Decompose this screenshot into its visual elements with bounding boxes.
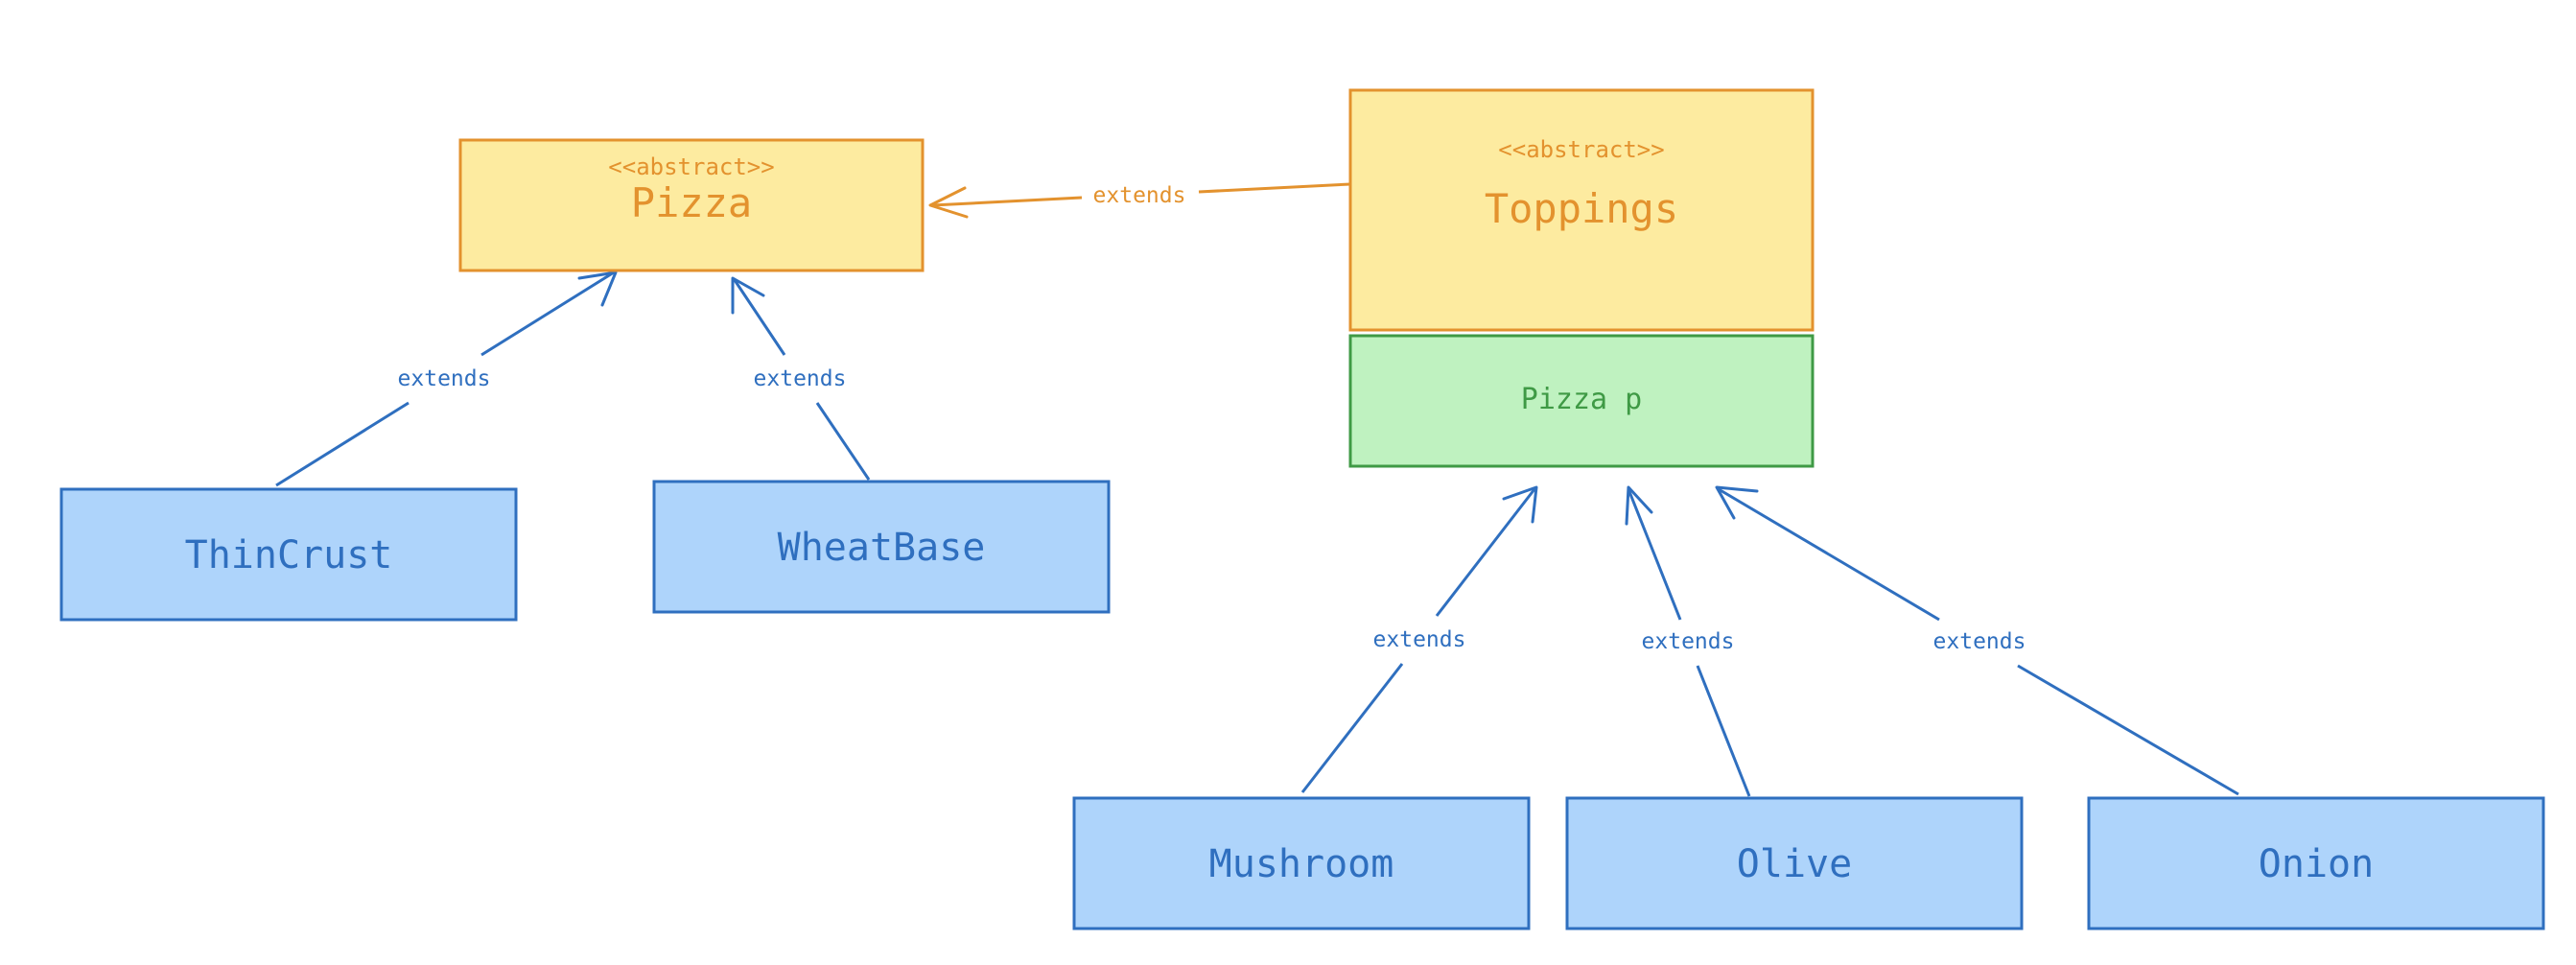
class-name: Onion — [2259, 842, 2374, 886]
edge-label: extends — [754, 366, 847, 391]
class-box — [2087, 796, 2545, 930]
edge-line — [1300, 663, 1404, 793]
arrow-head-icon — [1502, 485, 1538, 524]
toppings-field-section[interactable]: Pizza p — [1348, 334, 1815, 468]
edge-line — [275, 401, 410, 487]
edge-onion-to-toppings: extends — [1715, 485, 2239, 796]
class-box — [1072, 796, 1531, 930]
edge-line — [1198, 182, 1351, 194]
class-name: ThinCrust — [185, 533, 393, 577]
arrow-head-icon — [1715, 485, 1759, 520]
class-name: Olive — [1737, 842, 1852, 886]
edge-label: extends — [1373, 627, 1466, 652]
arrow-head-icon — [928, 186, 969, 219]
edge-thincrust-to-pizza: extends — [275, 271, 618, 487]
class-name: WheatBase — [778, 526, 986, 570]
edge-label: extends — [1933, 629, 2026, 654]
edge-line — [480, 271, 615, 357]
edge-line — [733, 279, 786, 356]
class-box — [59, 487, 518, 622]
class-toppings[interactable]: <<abstract>> Toppings — [1348, 88, 1815, 332]
edge-wheatbase-to-pizza: extends — [731, 276, 871, 481]
edge-olive-to-toppings: extends — [1625, 485, 1751, 797]
class-name: Toppings — [1485, 185, 1678, 232]
class-onion[interactable]: Onion — [2087, 796, 2545, 930]
field-box — [1348, 334, 1815, 468]
class-box — [652, 480, 1111, 614]
class-name: Pizza — [631, 179, 752, 226]
edge-label: extends — [1093, 183, 1186, 208]
edge-line — [815, 402, 871, 481]
class-olive[interactable]: Olive — [1565, 796, 2024, 930]
edge-line — [1435, 488, 1536, 617]
stereotype-label: <<abstract>> — [608, 153, 774, 180]
field-label: Pizza p — [1521, 383, 1642, 416]
edge-toppings-to-pizza: extends — [928, 182, 1351, 219]
arrow-head-icon — [577, 271, 618, 307]
edge-label: extends — [1642, 629, 1735, 654]
class-thincrust[interactable]: ThinCrust — [59, 487, 518, 622]
class-name: Mushroom — [1209, 842, 1394, 886]
edge-mushroom-to-toppings: extends — [1300, 485, 1538, 793]
class-box — [1565, 796, 2024, 930]
arrow-head-icon — [731, 276, 765, 315]
edge-label: extends — [398, 366, 491, 391]
edge-line — [2017, 664, 2239, 796]
edge-line — [1718, 487, 1940, 622]
class-mushroom[interactable]: Mushroom — [1072, 796, 1531, 930]
edge-line — [1696, 665, 1751, 797]
arrow-head-icon — [1625, 485, 1653, 526]
class-wheatbase[interactable]: WheatBase — [652, 480, 1111, 614]
edge-line — [931, 196, 1083, 207]
class-box — [458, 138, 925, 272]
class-pizza[interactable]: <<abstract>> Pizza — [458, 138, 925, 272]
stereotype-label: <<abstract>> — [1498, 136, 1664, 163]
class-box — [1348, 88, 1815, 332]
edge-line — [1627, 488, 1682, 621]
